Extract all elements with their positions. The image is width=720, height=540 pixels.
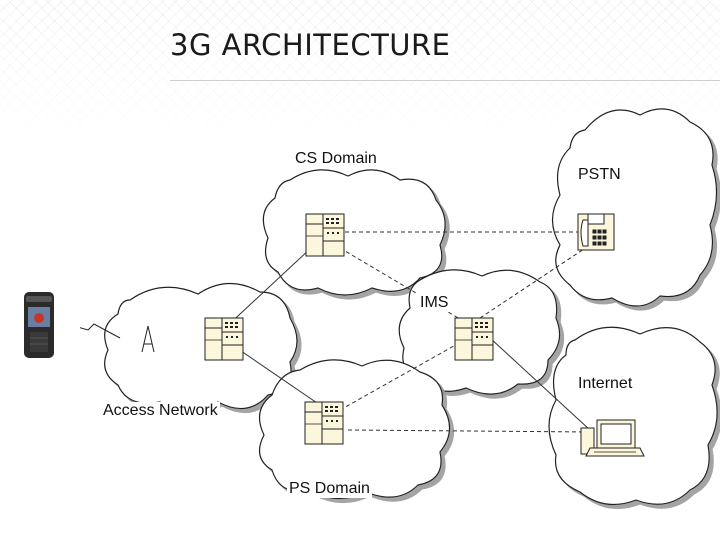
link-ims-internet <box>489 337 591 431</box>
title-underline <box>170 80 720 81</box>
ps-domain-server-icon <box>304 401 344 445</box>
link-ps-ims-dashed <box>339 337 469 411</box>
antenna-icon <box>141 325 155 353</box>
ims-label: IMS <box>418 294 451 312</box>
internet-label: Internet <box>576 375 635 393</box>
access-network-cloud <box>104 282 298 412</box>
cs-domain-label: CS Domain <box>293 150 379 168</box>
ims-server-icon <box>454 317 494 361</box>
computer-icon <box>580 419 645 457</box>
ps-domain-label: PS Domain <box>287 480 372 498</box>
pstn-cloud <box>551 108 718 307</box>
mobile-phone-icon <box>0 276 80 362</box>
pstn-label: PSTN <box>576 166 623 184</box>
ps-domain-cloud <box>258 359 451 500</box>
access-network-server-icon <box>204 317 244 361</box>
cs-domain-server-icon <box>305 213 345 257</box>
slide-title: 3G ARCHITECTURE <box>170 28 451 62</box>
link-ims-pstn-dashed <box>479 244 591 319</box>
access-network-label: Access Network <box>101 402 220 420</box>
telephone-icon <box>577 213 615 251</box>
link-ps-internet-dashed <box>347 429 591 433</box>
